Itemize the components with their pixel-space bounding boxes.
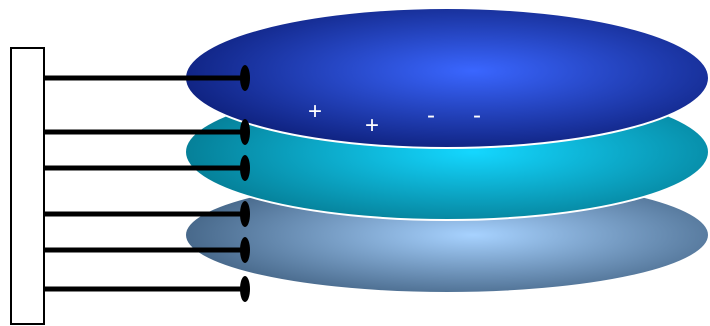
probe-terminal-2 [240, 119, 250, 145]
probe-terminal-4 [240, 201, 250, 227]
probe-terminal-6 [240, 276, 250, 302]
charge-symbol-1: + [308, 98, 322, 125]
charge-symbol-4: - [473, 102, 481, 129]
charge-symbol-2: + [365, 112, 379, 139]
probe-terminal-3 [240, 155, 250, 181]
top-disc [185, 8, 709, 148]
probe-terminal-5 [240, 237, 250, 263]
charge-symbol-3: - [427, 102, 435, 129]
probe-terminal-1 [240, 65, 250, 91]
connector-bar [11, 48, 44, 324]
